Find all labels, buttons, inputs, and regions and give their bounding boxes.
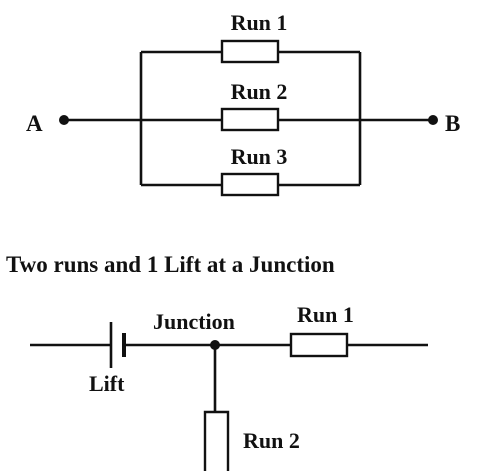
- node-a-dot: [59, 115, 69, 125]
- run-1-label-j: Run 1: [297, 302, 354, 327]
- run-2-resistor-j: [203, 410, 230, 471]
- diagram-title: Two runs and 1 Lift at a Junction: [6, 252, 335, 277]
- junction-diagram: Junction Lift Run 1 Run 2: [30, 302, 428, 471]
- run-1-label: Run 1: [231, 10, 288, 35]
- parallel-runs-diagram: A B Run 1 Run 2 Run 3: [26, 10, 460, 197]
- node-b-label: B: [445, 111, 460, 136]
- run-3-resistor: [220, 172, 280, 197]
- lift-label: Lift: [89, 371, 125, 396]
- node-a-label: A: [26, 111, 43, 136]
- run-2-resistor: [220, 107, 280, 132]
- node-b-dot: [428, 115, 438, 125]
- run-1-resistor-j: [289, 332, 349, 358]
- run-3-label: Run 3: [231, 144, 288, 169]
- junction-label: Junction: [153, 309, 235, 334]
- run-2-label: Run 2: [231, 79, 288, 104]
- run-2-label-j: Run 2: [243, 428, 300, 453]
- run-1-resistor: [220, 39, 280, 64]
